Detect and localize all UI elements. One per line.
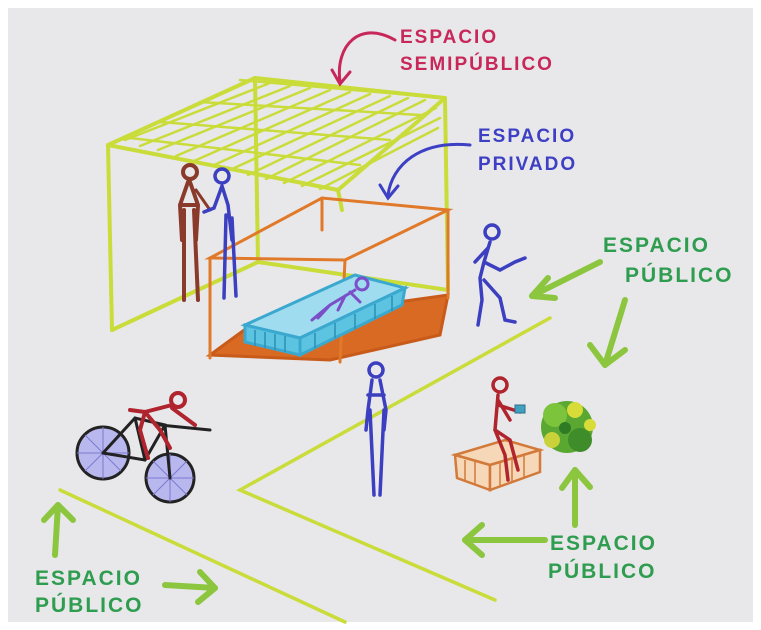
bench [450,438,545,492]
label-public-bottom-left-line1: ESPACIO [35,567,142,590]
roof-hatching [123,78,447,191]
standing-figure-blue [202,167,238,300]
arrow-public-right [529,259,603,301]
arrow-public-down [587,297,628,368]
label-public-bottom-right-line2: PÚBLICO [548,559,657,583]
semipublic-structure [106,76,450,332]
cyclist [75,391,212,504]
label-public-right-line1: ESPACIO [603,234,710,257]
label-public-right-line2: PÚBLICO [625,263,734,287]
arrow-public-up-bench [559,467,593,528]
label-semipublic-line1: ESPACIO [400,27,498,48]
arrow-private [378,142,472,201]
sitting-figure [491,376,522,482]
center-standing-figure [364,361,388,497]
runner-figure [473,223,527,327]
path-lines [58,316,552,624]
cyclist-rider [128,391,197,460]
bush [541,401,596,453]
arrow-public-up-left [41,502,76,558]
label-private-line1: ESPACIO [478,126,576,147]
label-public-bottom-left-line2: PÚBLICO [35,593,144,617]
label-private-line2: PRIVADO [478,154,577,175]
lying-figure [310,276,370,322]
arrow-public-left [462,522,548,558]
private-structure [204,196,454,364]
arrow-semipublic [330,31,397,87]
arrow-public-right-bottom [162,569,218,605]
label-public-bottom-right-line1: ESPACIO [550,532,657,555]
tablet-icon [514,404,526,414]
standing-figure-brown [177,163,212,302]
label-semipublic-line2: SEMIPÚBLICO [400,53,554,75]
